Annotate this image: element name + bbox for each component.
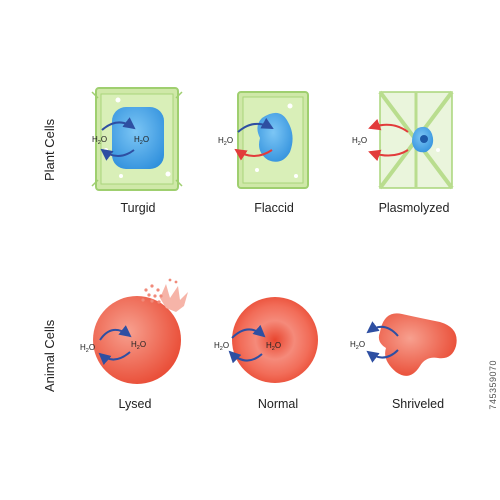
water-label: H2O <box>131 340 146 351</box>
water-label: H2O <box>350 340 365 351</box>
lysed-fragments <box>141 278 178 304</box>
turgid-water-arrows <box>100 117 136 161</box>
water-label: H2O <box>218 136 233 147</box>
lysed-water-arrows <box>98 325 132 366</box>
water-label: H2O <box>80 343 95 354</box>
shriveled-water-arrows <box>366 321 399 363</box>
turgid-plant-cell <box>91 87 183 191</box>
label-flaccid: Flaccid <box>254 201 294 215</box>
label-shriveled: Shriveled <box>392 397 444 411</box>
row-label-animal-cells: Animal Cells <box>42 319 57 392</box>
flaccid-plant-cell <box>237 91 309 189</box>
label-lysed: Lysed <box>119 397 152 411</box>
stock-id: 745359070 <box>488 360 498 410</box>
label-turgid: Turgid <box>121 201 156 215</box>
lysed-animal-cell <box>93 278 188 384</box>
label-plasmolyzed: Plasmolyzed <box>379 201 450 215</box>
normal-water-arrows <box>228 324 266 364</box>
water-label: H2O <box>92 135 107 146</box>
label-normal: Normal <box>258 397 298 411</box>
flaccid-water-arrows <box>234 117 274 161</box>
water-label: H2O <box>214 341 229 352</box>
water-label: H2O <box>352 136 367 147</box>
plasmolyzed-water-arrows <box>368 118 409 162</box>
shriveled-animal-cell <box>378 313 457 376</box>
water-label: H2O <box>266 341 281 352</box>
normal-animal-cell <box>232 297 318 383</box>
row-label-plant-cells: Plant Cells <box>42 118 57 181</box>
water-label: H2O <box>134 135 149 146</box>
plasmolyzed-plant-cell <box>378 90 454 190</box>
